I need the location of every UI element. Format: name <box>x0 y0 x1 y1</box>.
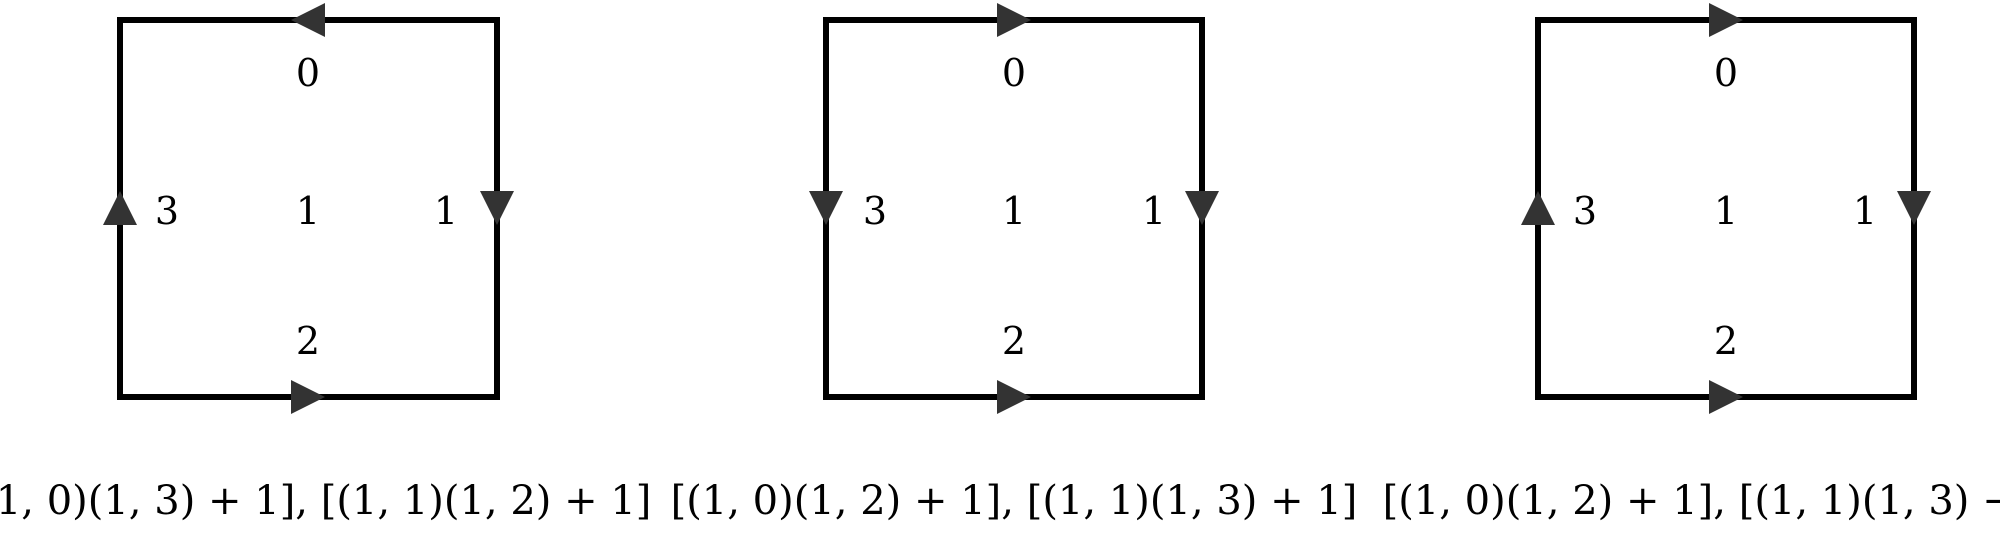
panel-2: 0 1 1 2 3 [(1, 0)(1, 2) + 1], [(1, 1)(1,… <box>671 3 1358 524</box>
label-bottom: 2 <box>296 319 320 363</box>
label-left: 3 <box>155 189 179 233</box>
label-bottom: 2 <box>1714 319 1738 363</box>
label-bottom: 2 <box>1002 319 1026 363</box>
label-top: 0 <box>296 51 320 95</box>
label-right: 1 <box>434 189 458 233</box>
label-top: 0 <box>1714 51 1738 95</box>
panel-caption: [(1, 0)(1, 3) + 1], [(1, 1)(1, 2) + 1] <box>0 478 651 524</box>
left-edge-arrow-icon <box>809 191 843 225</box>
panel-caption: [(1, 0)(1, 2) + 1], [(1, 1)(1, 3) + 1] <box>671 478 1358 524</box>
label-top: 0 <box>1002 51 1026 95</box>
label-left: 3 <box>863 189 887 233</box>
panel-1: 0 1 1 2 3 [(1, 0)(1, 3) + 1], [(1, 1)(1,… <box>0 3 651 524</box>
label-center: 1 <box>1714 189 1738 233</box>
label-left: 3 <box>1573 189 1597 233</box>
bottom-edge-arrow-icon <box>291 380 325 414</box>
left-edge-arrow-icon <box>103 191 137 225</box>
right-edge-arrow-icon <box>1897 191 1931 225</box>
label-center: 1 <box>1002 189 1026 233</box>
panel-3: 0 1 1 2 3 [(1, 0)(1, 2) + 1], [(1, 1)(1,… <box>1383 3 2000 524</box>
top-edge-arrow-icon <box>1709 3 1743 37</box>
bottom-edge-arrow-icon <box>1709 380 1743 414</box>
label-center: 1 <box>296 189 320 233</box>
left-edge-arrow-icon <box>1521 191 1555 225</box>
right-edge-arrow-icon <box>480 191 514 225</box>
panel-caption: [(1, 0)(1, 2) + 1], [(1, 1)(1, 3) − 1] <box>1383 478 2000 524</box>
bottom-edge-arrow-icon <box>997 380 1031 414</box>
label-right: 1 <box>1853 189 1877 233</box>
top-edge-arrow-icon <box>291 3 325 37</box>
label-right: 1 <box>1142 189 1166 233</box>
right-edge-arrow-icon <box>1185 191 1219 225</box>
top-edge-arrow-icon <box>997 3 1031 37</box>
